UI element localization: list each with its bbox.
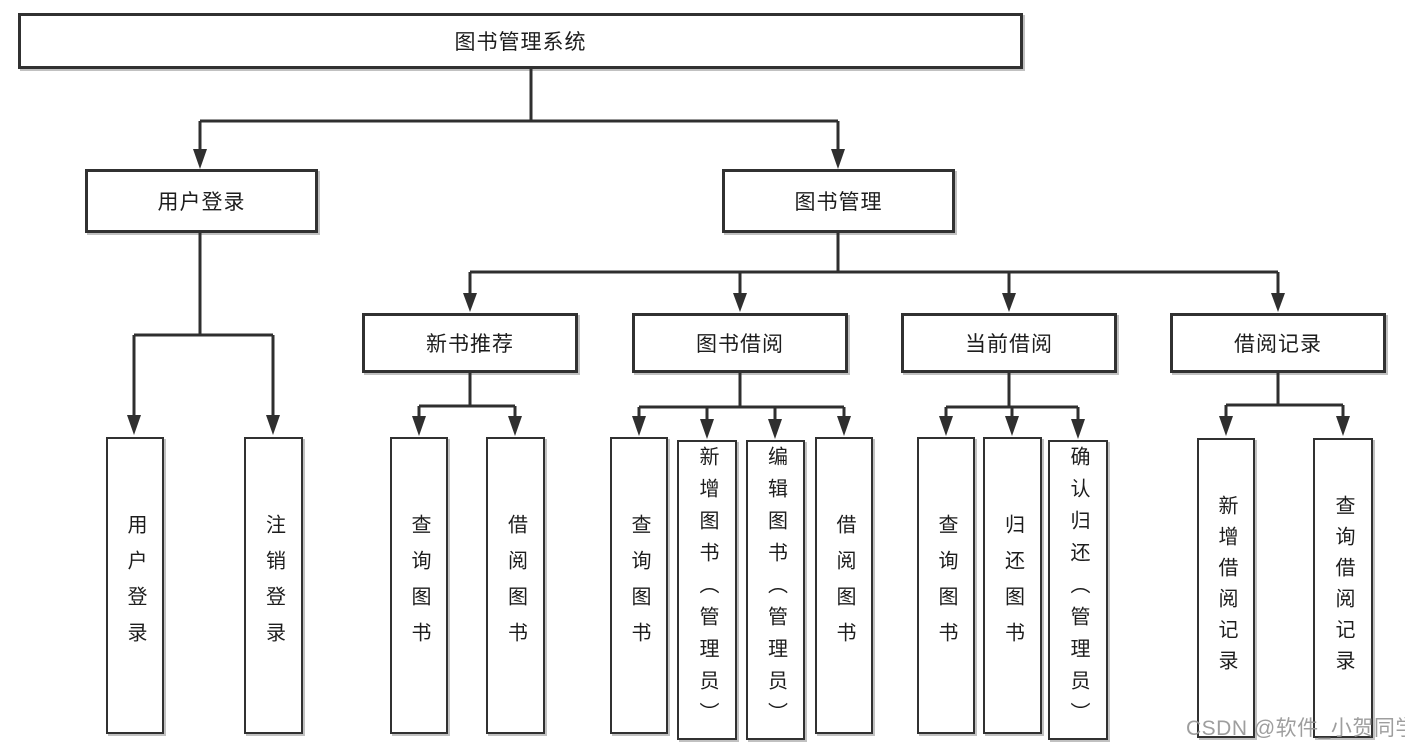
node-new-book-recommend: 新书推荐 [362, 313, 578, 373]
node-label: 图书借阅 [696, 333, 784, 356]
leaf-return-books: 归还图书 [983, 437, 1042, 734]
node-label: 查询图书 [408, 513, 430, 658]
node-current-borrowing: 当前借阅 [901, 313, 1117, 373]
node-root-library-system: 图书管理系统 [18, 13, 1023, 69]
node-label: 新增图书（管理员） [696, 446, 718, 734]
node-user-login: 用户登录 [85, 169, 318, 233]
arrowhead-user-login [193, 149, 207, 169]
node-label: 图书管理系统 [454, 31, 587, 54]
leaf-edit-books-admin: 编辑图书（管理员） [746, 440, 805, 740]
leaf-add-borrow-record: 新增借阅记录 [1197, 438, 1255, 738]
leaf-add-books-admin: 新增图书（管理员） [677, 440, 737, 740]
node-label: 借阅图书 [504, 513, 527, 658]
node-label: 用户登录 [157, 191, 246, 214]
csdn-watermark: CSDN @软件_小贺同学 [1186, 717, 1405, 740]
leaf-query-books-current: 查询图书 [917, 437, 975, 734]
node-label: 注销登录 [262, 513, 285, 658]
node-label: 新增借阅记录 [1215, 495, 1237, 681]
node-label: 归还图书 [1001, 513, 1024, 658]
node-label: 查询借阅记录 [1332, 495, 1354, 681]
node-book-management: 图书管理 [722, 169, 955, 233]
node-label: 借阅图书 [833, 513, 855, 658]
node-label: 确认归还（管理员） [1067, 446, 1089, 734]
node-label: 当前借阅 [965, 333, 1053, 356]
node-label: 图书管理 [794, 191, 883, 214]
leaf-query-borrow-record: 查询借阅记录 [1313, 438, 1373, 738]
node-label: 查询图书 [628, 513, 650, 658]
leaf-borrow-books-recommend: 借阅图书 [486, 437, 545, 734]
node-label: 借阅记录 [1234, 333, 1322, 356]
node-label: 编辑图书（管理员） [764, 446, 787, 734]
node-book-borrowing: 图书借阅 [632, 313, 848, 373]
arrowhead-book-management [831, 149, 845, 169]
leaf-query-books-recommend: 查询图书 [390, 437, 448, 734]
node-borrowing-records: 借阅记录 [1170, 313, 1386, 373]
leaf-confirm-return-admin: 确认归还（管理员） [1048, 440, 1108, 740]
leaf-query-books-borrowing: 查询图书 [610, 437, 668, 734]
node-label: 新书推荐 [426, 333, 514, 356]
leaf-user-login: 用户登录 [106, 437, 164, 734]
leaf-borrow-books: 借阅图书 [815, 437, 873, 734]
node-label: 用户登录 [124, 513, 146, 658]
leaf-logout: 注销登录 [244, 437, 303, 734]
node-label: 查询图书 [935, 513, 957, 658]
